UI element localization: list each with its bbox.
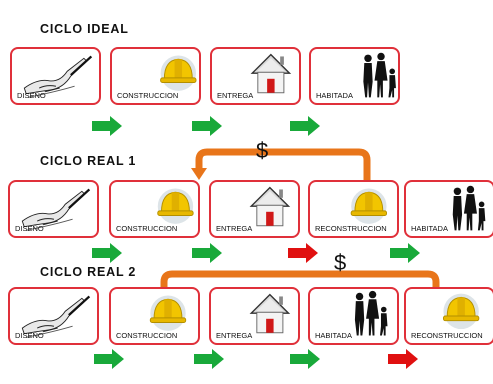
step-card-inhabited: HABITADA: [404, 180, 493, 238]
flow-arrow: [94, 349, 124, 369]
cost-label-real-2: $: [334, 250, 347, 275]
step-card-construction: CONSTRUCCION: [109, 287, 200, 345]
step-card-design: DISEÑO: [8, 287, 99, 345]
step-card-inhabited: HABITADA: [308, 287, 399, 345]
flow-arrow: [194, 349, 224, 369]
step-label: CONSTRUCCION: [117, 91, 179, 100]
return-path-real-1: [195, 148, 371, 186]
flow-arrow: [288, 243, 318, 263]
step-label: DISEÑO: [15, 224, 44, 233]
flow-arrow: [92, 243, 122, 263]
step-card-delivery: ENTREGA: [209, 180, 300, 238]
step-label: ENTREGA: [216, 224, 253, 233]
step-label: CONSTRUCCION: [116, 331, 178, 340]
row-title-real-1: CICLO REAL 1: [40, 154, 137, 168]
step-card-construction: CONSTRUCCION: [109, 180, 200, 238]
step-label: DISEÑO: [15, 331, 44, 340]
step-card-delivery: ENTREGA: [209, 287, 300, 345]
step-card-reconstruction: RECONSTRUCCION: [404, 287, 493, 345]
flow-arrow: [390, 243, 420, 263]
step-label: CONSTRUCCION: [116, 224, 178, 233]
step-label: HABITADA: [315, 331, 352, 340]
cost-label-real-1: $: [256, 138, 269, 163]
flow-arrow: [192, 243, 222, 263]
step-card-reconstruction: RECONSTRUCCION: [308, 180, 399, 238]
step-label: DISEÑO: [17, 91, 46, 100]
step-label: HABITADA: [316, 91, 353, 100]
flow-arrow: [192, 116, 222, 136]
step-label: RECONSTRUCCION: [315, 224, 387, 233]
row-title-real-2: CICLO REAL 2: [40, 265, 137, 279]
step-label: ENTREGA: [216, 331, 253, 340]
step-card-delivery: ENTREGA: [210, 47, 301, 105]
step-card-design: DISEÑO: [8, 180, 99, 238]
step-label: RECONSTRUCCION: [411, 331, 483, 340]
step-label: ENTREGA: [217, 91, 254, 100]
flow-arrow: [388, 349, 418, 369]
row-title-ideal: CICLO IDEAL: [40, 22, 129, 36]
flow-arrow: [92, 116, 122, 136]
step-card-construction: CONSTRUCCION: [110, 47, 201, 105]
return-arrowhead-real-1: [191, 168, 207, 180]
step-card-inhabited: HABITADA: [309, 47, 400, 105]
step-label: HABITADA: [411, 224, 448, 233]
flow-arrow: [290, 349, 320, 369]
flow-arrow: [290, 116, 320, 136]
step-card-design: DISEÑO: [10, 47, 101, 105]
